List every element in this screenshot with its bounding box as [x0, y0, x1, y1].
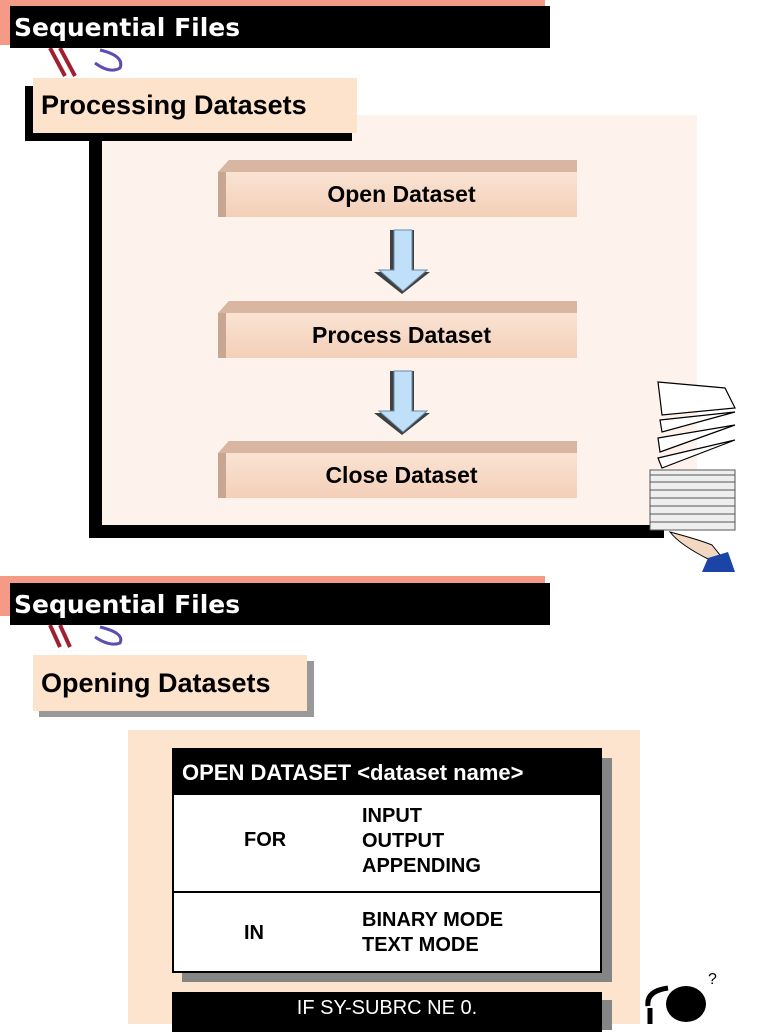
- step-label: Open Dataset: [218, 172, 577, 217]
- step-open-dataset: Open Dataset: [218, 160, 577, 217]
- svg-text:?: ?: [708, 971, 717, 988]
- table-header: OPEN DATASET <dataset name>: [174, 750, 600, 795]
- slide-subtitle: Opening Datasets: [33, 655, 307, 711]
- option: INPUT: [362, 805, 422, 827]
- frame-bottom: [89, 525, 664, 538]
- step-label: Close Dataset: [218, 453, 577, 498]
- option: APPENDING: [362, 855, 481, 877]
- keyword: FOR: [244, 829, 287, 851]
- table-row-in: IN BINARY MODE TEXT MODE: [174, 893, 600, 973]
- arrow-down-icon: [374, 229, 430, 294]
- step-label: Process Dataset: [218, 313, 577, 358]
- frame-left: [89, 141, 102, 538]
- option: OUTPUT: [362, 830, 445, 852]
- arrow-down-icon: [374, 370, 430, 435]
- subtitle-text: Processing Datasets: [41, 90, 307, 120]
- title-shadow: [25, 133, 352, 141]
- slide-subtitle: Processing Datasets: [33, 78, 357, 133]
- step-close-dataset: Close Dataset: [218, 441, 577, 498]
- option: BINARY MODE: [362, 909, 504, 931]
- step-process-dataset: Process Dataset: [218, 301, 577, 358]
- syntax-table: OPEN DATASET <dataset name> FOR INPUT OU…: [172, 748, 602, 973]
- slide-header: Sequential Files: [10, 583, 550, 625]
- thinking-figure-icon: ?: [645, 971, 717, 1024]
- option: TEXT MODE: [362, 934, 479, 956]
- paperclip-icon: [48, 48, 123, 77]
- title-shadow: [25, 86, 33, 141]
- slide-header-text: Sequential Files: [14, 589, 241, 619]
- paperclip-icon: [48, 625, 123, 648]
- paper-stack-icon: [649, 381, 736, 572]
- subtitle-text: Opening Datasets: [41, 667, 271, 698]
- table-row-for: FOR INPUT OUTPUT APPENDING: [174, 795, 600, 893]
- slide-header: Sequential Files: [10, 6, 550, 48]
- keyword: IN: [244, 922, 264, 944]
- slide-header-text: Sequential Files: [14, 12, 241, 42]
- code-box: IF SY-SUBRC NE 0.: [172, 992, 602, 1032]
